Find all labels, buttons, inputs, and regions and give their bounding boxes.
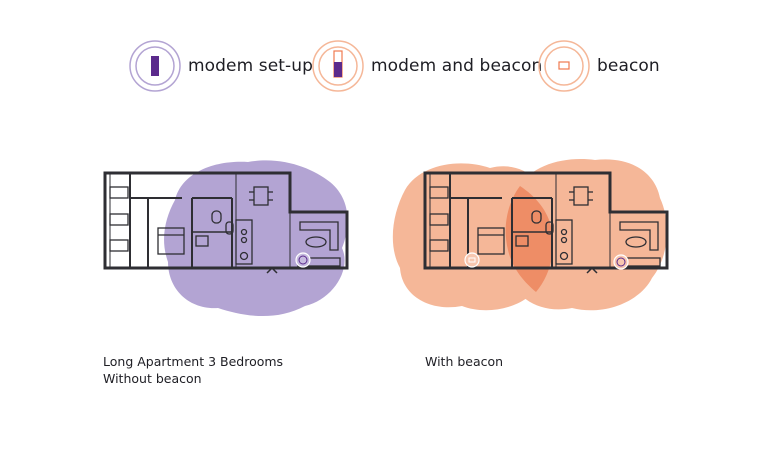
caption-subtitle: Without beacon xyxy=(103,371,202,386)
caption-title: Long Apartment 3 Bedrooms xyxy=(103,354,284,369)
floorplan-without-beacon xyxy=(103,160,349,317)
legend-item-modem: modem set-up xyxy=(128,38,313,94)
modem-marker xyxy=(613,254,629,270)
beacon-marker xyxy=(464,252,480,268)
legend-label-modem-and-beacon: modem and beacon xyxy=(371,56,543,76)
modem-and-beacon-icon xyxy=(312,40,364,92)
modem-coverage-area xyxy=(164,160,348,317)
legend-label-modem: modem set-up xyxy=(188,56,314,76)
legend-label-beacon: beacon xyxy=(597,56,660,76)
legend-item-modem-and-beacon: modem and beacon xyxy=(311,38,542,94)
caption-title: With beacon xyxy=(425,354,504,369)
floorplan-with-beacon xyxy=(392,159,669,311)
beacon-icon xyxy=(538,40,590,92)
modem-icon xyxy=(129,40,181,92)
caption-with-beacon: With beacon xyxy=(425,353,503,370)
modem-marker xyxy=(295,252,311,268)
caption-without-beacon: Long Apartment 3 Bedrooms Without beacon xyxy=(103,353,283,387)
legend-item-beacon: beacon xyxy=(537,38,660,94)
legend: modem set-up modem and beacon beacon xyxy=(0,38,768,94)
coverage-overlap-area xyxy=(505,186,554,292)
